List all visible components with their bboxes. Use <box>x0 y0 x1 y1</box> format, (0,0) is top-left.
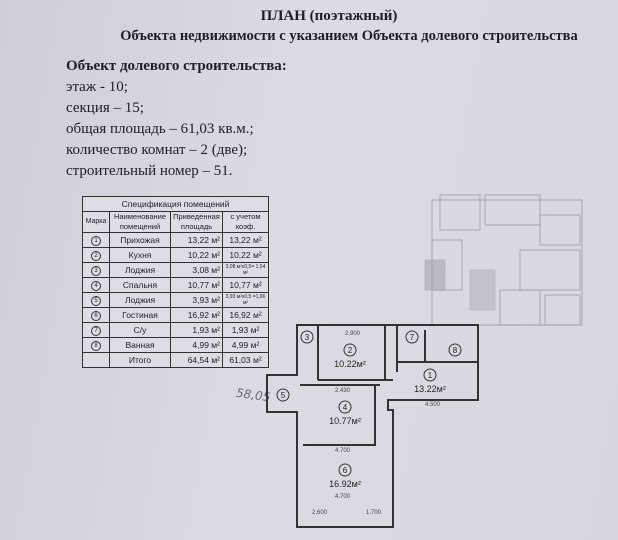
object-section: секция – 15; <box>66 100 144 116</box>
dim: 2.600 <box>312 510 328 516</box>
document-subtitle: Объекта недвижимости с указанием Объекта… <box>120 28 578 44</box>
room-number: 6 <box>343 466 348 475</box>
plan-dims: 2.900 4.500 2.430 4.700 4.700 2.600 1.70… <box>312 331 441 516</box>
room-marker <box>423 368 437 382</box>
total-area: 64,54 м² <box>170 352 223 368</box>
object-area: общая площадь – 61,03 кв.м.; <box>66 121 254 137</box>
col-header: с учетом коэф. <box>221 211 270 233</box>
room-area-label: 10.22м² <box>334 359 366 369</box>
room-number: 3 <box>305 333 310 342</box>
room-marker <box>343 343 357 357</box>
document-title: ПЛАН (поэтажный) <box>260 8 398 24</box>
room-number: 2 <box>348 346 353 355</box>
object-description: Объект долевого строительства: этаж - 10… <box>66 56 287 182</box>
room-number: 4 <box>343 403 348 412</box>
object-floor: этаж - 10; <box>66 79 128 95</box>
dim: 2.430 <box>335 388 351 394</box>
room-area-label: 16.92м² <box>329 479 361 489</box>
room-number: 7 <box>410 333 415 342</box>
room-marker <box>276 388 290 402</box>
dim: 4.500 <box>425 402 441 408</box>
dim: 4.700 <box>335 448 351 454</box>
dim: 1.700 <box>366 510 382 516</box>
room-marker <box>448 343 462 357</box>
object-number: строительный номер – 51. <box>66 163 233 179</box>
object-rooms: количество комнат – 2 (две); <box>66 142 248 158</box>
object-heading: Объект долевого строительства: <box>66 58 287 74</box>
room-number: 8 <box>453 346 458 355</box>
room-marker <box>300 330 314 344</box>
plan-walls <box>266 324 479 528</box>
room-marker <box>338 463 352 477</box>
dim: 2.900 <box>345 331 361 337</box>
room-marker <box>338 400 352 414</box>
room-number: 5 <box>281 391 286 400</box>
dim: 4.700 <box>335 494 351 500</box>
room-marker <box>405 330 419 344</box>
room-area-label: 13.22м² <box>414 384 446 394</box>
room-area-label: 10.77м² <box>329 416 361 426</box>
total-coef: 61,03 м² <box>221 352 270 368</box>
room-number: 1 <box>428 371 433 380</box>
